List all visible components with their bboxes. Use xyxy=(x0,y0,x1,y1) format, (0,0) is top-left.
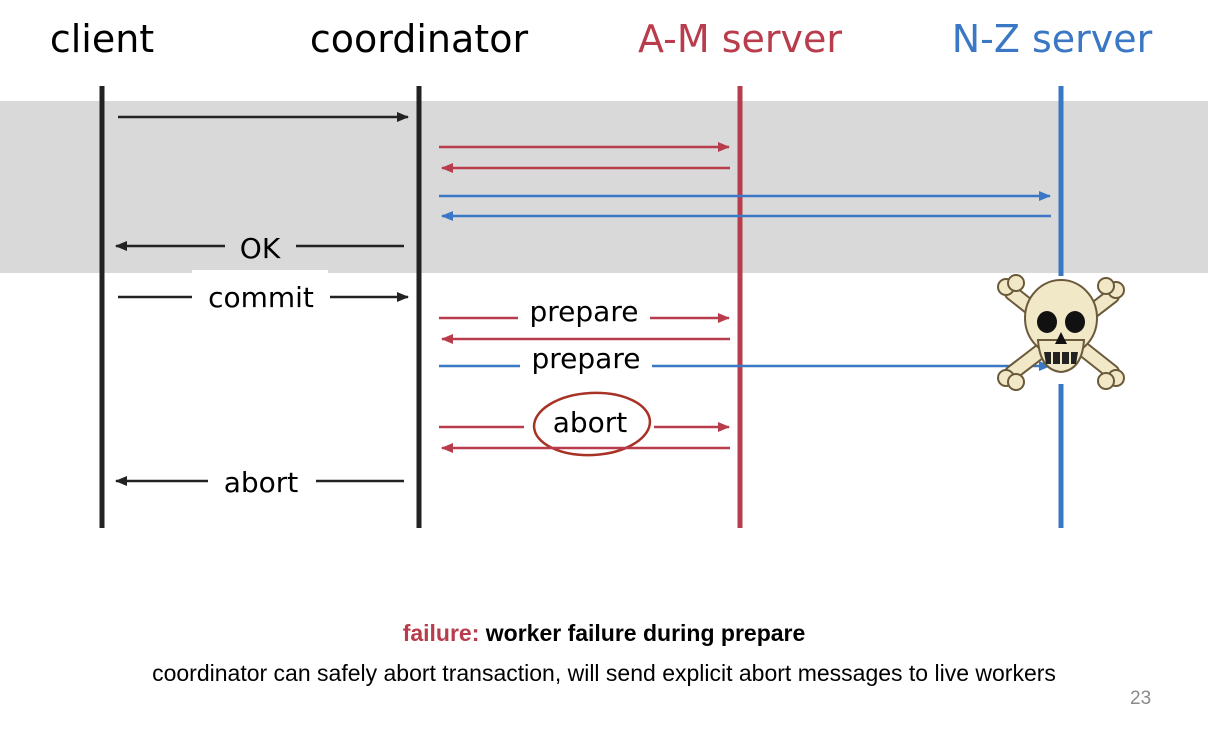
page-number: 23 xyxy=(1130,688,1152,709)
ok-label: OK xyxy=(240,232,281,265)
caption-title: failure: worker failure during prepare xyxy=(0,620,1208,647)
failure-label: failure: xyxy=(402,620,480,646)
client-header: client xyxy=(50,17,154,61)
band-gap xyxy=(192,270,328,276)
abort-am-label: abort xyxy=(553,406,628,439)
nz-server-header: N-Z server xyxy=(952,17,1153,61)
prepare-nz-label: prepare xyxy=(532,342,641,375)
commit-label: commit xyxy=(208,281,314,314)
prepare-am-label: prepare xyxy=(530,295,639,328)
phase-band xyxy=(0,101,1208,273)
abort-highlight-circle xyxy=(532,391,652,457)
caption-explanation: coordinator can safely abort transaction… xyxy=(152,660,1056,686)
am-server-header: A-M server xyxy=(638,17,842,61)
failure-text: worker failure during prepare xyxy=(485,620,806,646)
skull-crossbones-icon xyxy=(997,274,1125,391)
coordinator-header: coordinator xyxy=(310,17,529,61)
abort-client-label: abort xyxy=(224,466,299,499)
